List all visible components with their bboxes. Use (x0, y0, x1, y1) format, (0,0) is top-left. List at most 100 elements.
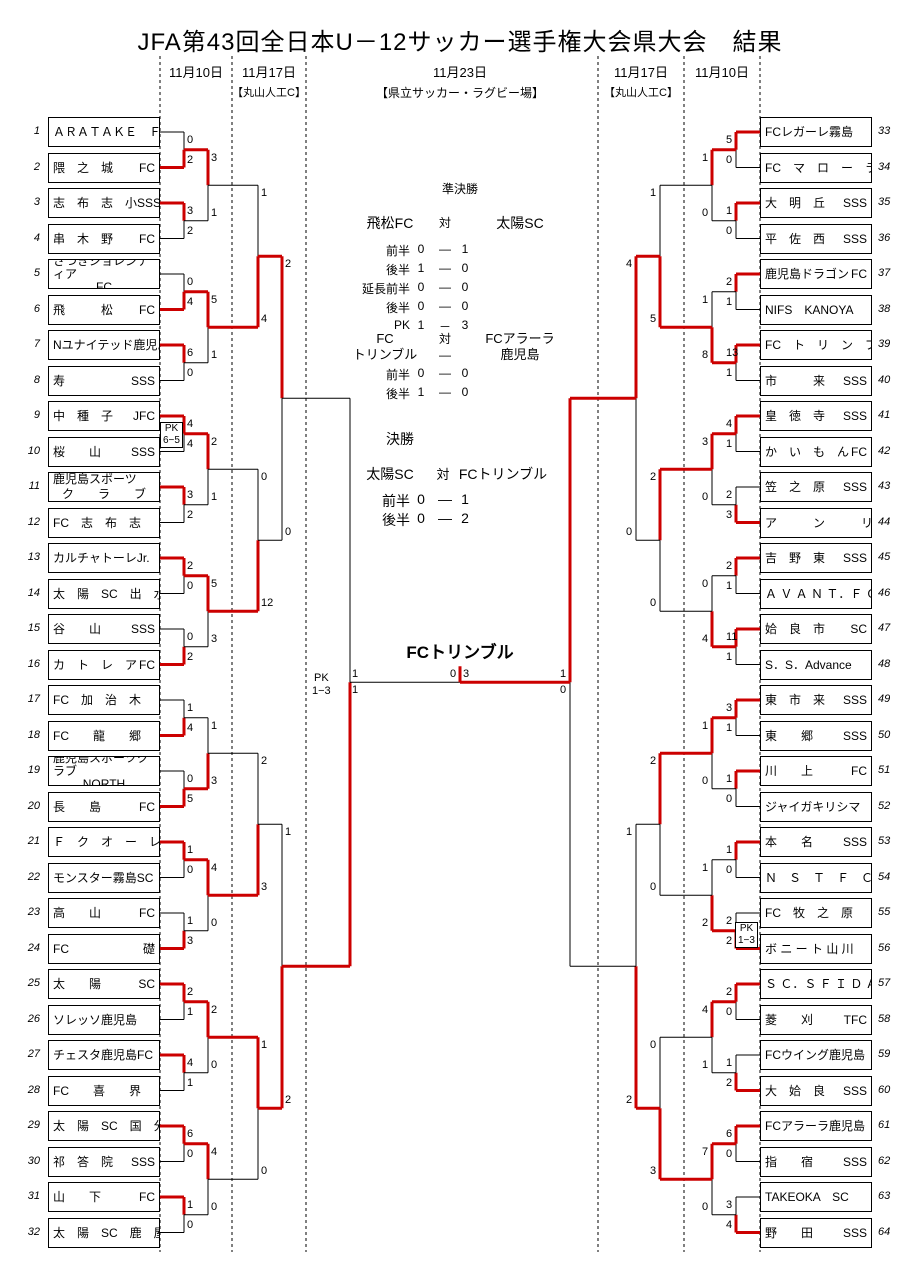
team-name: ボ ニ ー ト 山 川 (765, 941, 854, 956)
team-name: 太 陽 SC 出 水 (53, 586, 160, 601)
team-name: FC ト リ ン ブ ル (765, 338, 871, 352)
score-cell-a: 0 (417, 242, 425, 256)
semifinal-heading: 準決勝 (441, 182, 478, 196)
match-score: 3 (726, 1199, 733, 1211)
seed-number: 2 (33, 160, 40, 173)
match-score: 7 (702, 1145, 709, 1158)
seed-number: 52 (878, 799, 891, 812)
team-name: 野 田 (765, 1225, 814, 1240)
team-name: FCアラーラ鹿児島 (765, 1119, 865, 1133)
team-suffix: SSS (130, 1154, 155, 1169)
match-score: 1 (726, 437, 733, 450)
match-score: 1 (187, 1199, 194, 1211)
team-suffix: SSS (842, 231, 867, 246)
team-name: 太 陽 SC 鹿 屋 (53, 1225, 160, 1240)
match-score: 2 (285, 258, 292, 271)
team-box: FC ト リ ン ブ ル (760, 330, 872, 360)
seed-number: 53 (878, 835, 891, 847)
match-score: 3 (211, 151, 218, 164)
seed-number: 62 (878, 1154, 891, 1167)
sf-team-d: FCアラーラ鹿児島 (485, 331, 555, 362)
team-name: 本 名 (765, 835, 814, 849)
match-score: 6 (726, 1128, 733, 1140)
match-score: 0 (187, 579, 194, 592)
seed-number: 24 (27, 941, 40, 954)
seed-number: 36 (878, 231, 891, 244)
match-score: 4 (187, 1057, 194, 1069)
match-score: 1 (726, 579, 733, 592)
team-name: 桜 山 (53, 444, 102, 459)
team-suffix: SSS (842, 1225, 867, 1240)
team-box: NIFS KANOYA (760, 294, 872, 325)
match-score: 0 (211, 1058, 218, 1071)
match-score: 1 (187, 844, 194, 856)
seed-number: 15 (27, 622, 40, 634)
team-name: 太 陽 SC 国 分 (53, 1119, 160, 1133)
match-score: 1 (726, 295, 733, 308)
score-cell-b: 1 (461, 242, 469, 256)
score-cell-b: 1 (461, 491, 469, 507)
team-name: 東 市 来 (765, 693, 826, 707)
seed-number: 21 (27, 835, 40, 847)
team-suffix: SSS (130, 373, 155, 388)
score-cell-a: 1 (417, 261, 425, 275)
match-score: 5 (211, 293, 218, 306)
match-score: 0 (650, 881, 657, 894)
match-score: 1 (187, 1005, 194, 1018)
seed-number: 59 (878, 1048, 891, 1060)
seed-number: 6 (33, 302, 40, 315)
team-name: 長 島 (53, 799, 102, 814)
seed-number: 29 (27, 1119, 40, 1131)
team-suffix: SSS (842, 551, 867, 565)
match-score: 1 (726, 1057, 733, 1069)
match-score: 2 (726, 489, 733, 501)
seed-number: 22 (27, 870, 40, 883)
match-score: 2 (702, 916, 709, 929)
team-suffix: SSS (842, 196, 867, 210)
match-score: 1 (211, 206, 218, 219)
match-score: 0 (702, 577, 709, 590)
match-score: 4 (211, 861, 218, 874)
team-suffix: SSS (130, 622, 155, 636)
match-score: 3 (187, 934, 194, 947)
match-score: 2 (187, 508, 194, 521)
seed-number: 25 (27, 977, 40, 989)
match-score: 1 (626, 826, 633, 839)
score-cell-d: ― (439, 299, 451, 313)
team-box: ボ ニ ー ト 山 川 (760, 933, 872, 964)
team-name: ＡＲＡＴＡＫＥ ＦＣ (53, 125, 160, 139)
page-title: JFA第43回全日本U－12サッカー選手権大会県大会 結果 (137, 29, 783, 56)
seed-number: 39 (878, 338, 891, 350)
team-name: 菱 刈 (765, 1012, 814, 1027)
team-name: か い も ん (765, 444, 850, 459)
team-name: 大 姶 良 (765, 1083, 826, 1098)
score-cell-b: 0 (461, 366, 469, 380)
team-name: 飛 松 (53, 302, 114, 317)
score-cell-d: ― (438, 510, 452, 526)
team-name: 指 宿 (765, 1154, 814, 1169)
match-score: 0 (211, 916, 218, 929)
seed-number: 47 (878, 622, 891, 634)
match-score: 3 (187, 205, 194, 217)
team-suffix: FC (851, 444, 867, 459)
seed-number: 16 (27, 657, 40, 670)
team-name: 鹿児島スポーツクラブ (53, 756, 149, 778)
team-box: 鹿児島スポーツク ラ ブ (48, 472, 160, 502)
match-score: 2 (726, 560, 733, 572)
team-box: Ｓ Ｃ．Ｓ Ｆ Ｉ Ｄ Ａ (760, 969, 872, 999)
team-suffix: SSS (842, 409, 867, 423)
match-score: 2 (261, 755, 268, 768)
team-name: 鹿児島スポーツ (53, 472, 137, 486)
team-name: FC (53, 941, 69, 956)
match-score: 0 (187, 134, 194, 146)
